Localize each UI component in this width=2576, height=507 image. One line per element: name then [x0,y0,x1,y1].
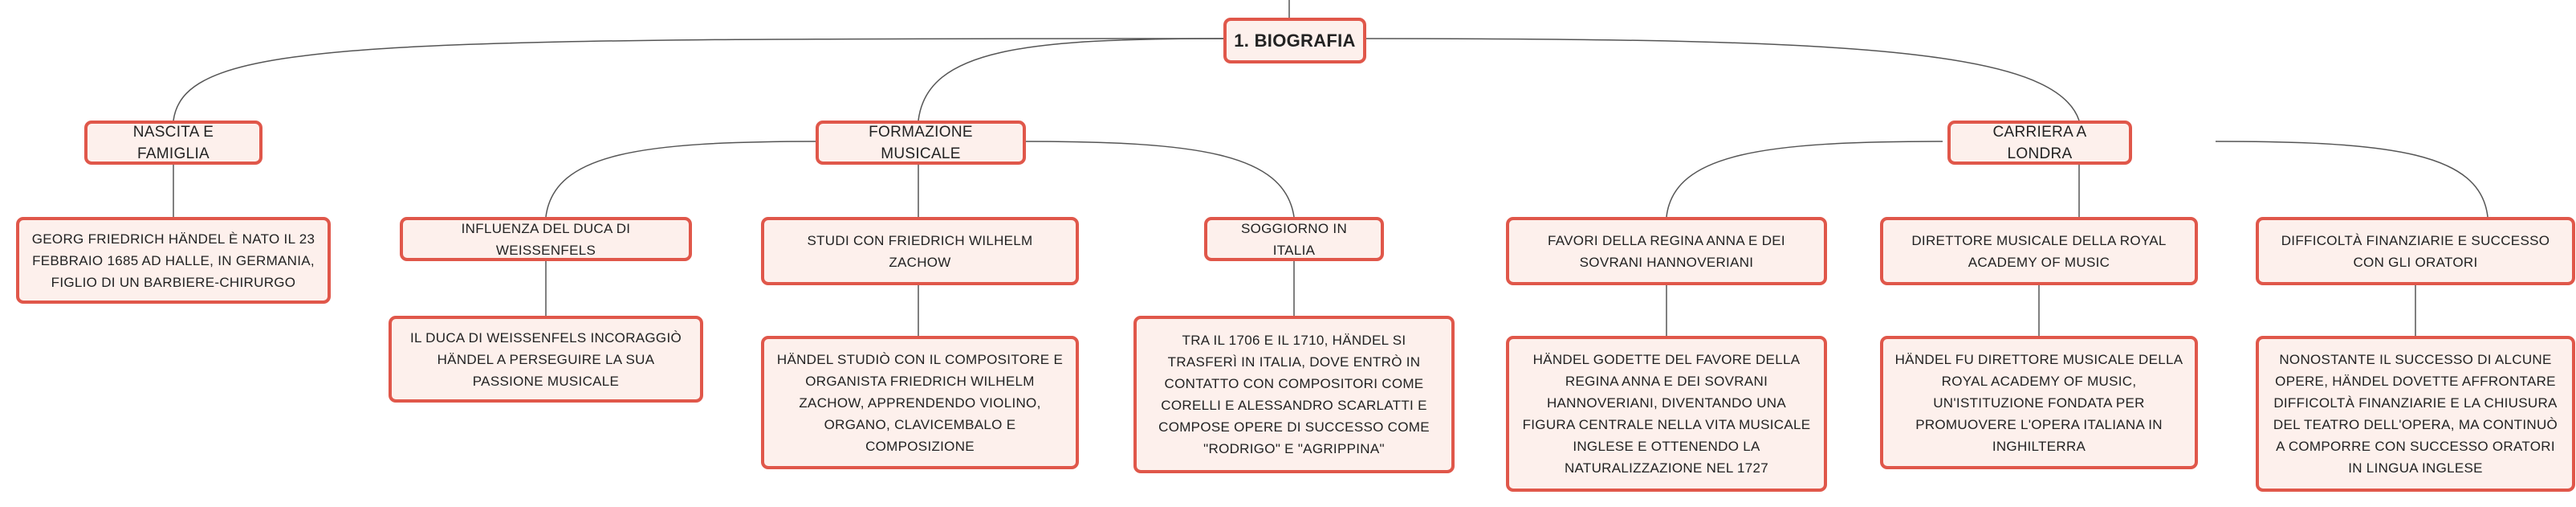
node-difficolta-finanziarie[interactable]: DIFFICOLTÀ FINANZIARIE E SUCCESSO CON GL… [2256,217,2575,285]
node-nascita-detail[interactable]: GEORG FRIEDRICH HÄNDEL È NATO IL 23 FEBB… [16,217,331,304]
branch-formazione-musicale[interactable]: FORMAZIONE MUSICALE [816,121,1026,165]
root-node[interactable]: 1. BIOGRAFIA [1223,18,1366,63]
node-difficolta-finanziarie-detail[interactable]: NONOSTANTE IL SUCCESSO DI ALCUNE OPERE, … [2256,336,2575,492]
node-studi-zachow-detail[interactable]: HÄNDEL STUDIÒ CON IL COMPOSITORE E ORGAN… [761,336,1079,469]
node-studi-zachow[interactable]: STUDI CON FRIEDRICH WILHELM ZACHOW [761,217,1079,285]
node-soggiorno-italia-detail[interactable]: TRA IL 1706 E IL 1710, HÄNDEL SI TRASFER… [1133,316,1455,473]
node-favori-regina-anna[interactable]: FAVORI DELLA REGINA ANNA E DEI SOVRANI H… [1506,217,1827,285]
node-influenza-duca[interactable]: INFLUENZA DEL DUCA DI WEISSENFELS [400,217,692,261]
node-soggiorno-italia[interactable]: SOGGIORNO IN ITALIA [1204,217,1384,261]
node-favori-regina-anna-detail[interactable]: HÄNDEL GODETTE DEL FAVORE DELLA REGINA A… [1506,336,1827,492]
branch-carriera-a-londra[interactable]: CARRIERA A LONDRA [1947,121,2132,165]
node-direttore-royal-academy-detail[interactable]: HÄNDEL FU DIRETTORE MUSICALE DELLA ROYAL… [1880,336,2198,469]
node-influenza-duca-detail[interactable]: IL DUCA DI WEISSENFELS INCORAGGIÒ HÄNDEL… [389,316,703,403]
node-direttore-royal-academy[interactable]: DIRETTORE MUSICALE DELLA ROYAL ACADEMY O… [1880,217,2198,285]
branch-nascita-e-famiglia[interactable]: NASCITA E FAMIGLIA [84,121,262,165]
